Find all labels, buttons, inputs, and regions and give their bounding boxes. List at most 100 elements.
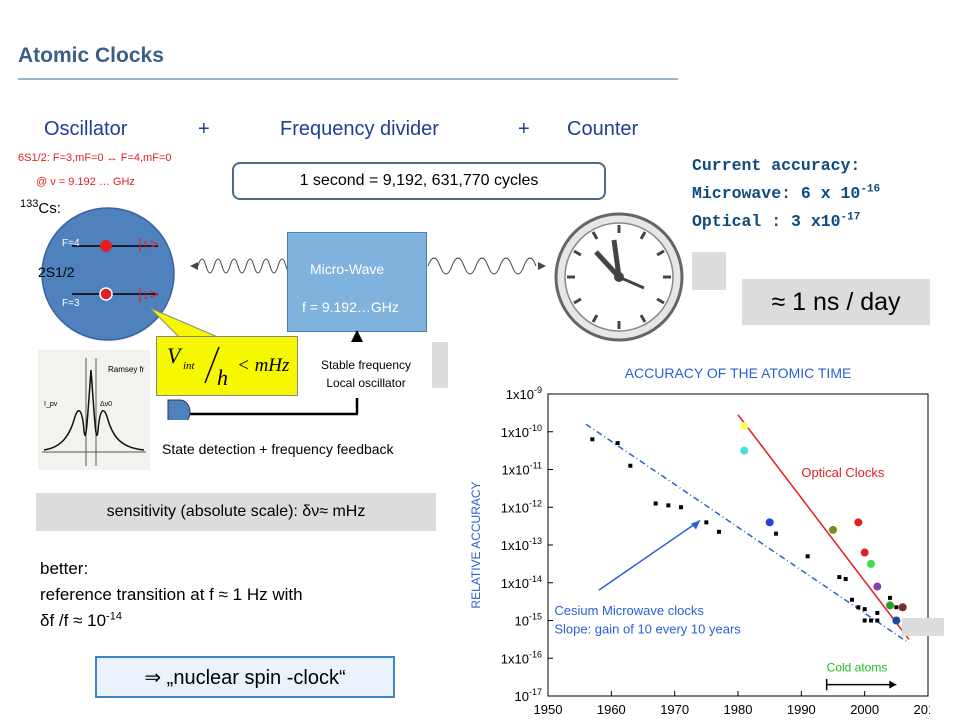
- ground-state-label: 2S1/2: [38, 264, 75, 280]
- atom-diagram: [41, 207, 175, 341]
- y-tick-label: 1x10-12: [501, 498, 542, 515]
- cesium-data-point: [837, 575, 842, 580]
- oscillator-heading: Oscillator: [44, 118, 128, 140]
- cesium-data-point: [628, 463, 633, 468]
- optical-data-point: [867, 559, 875, 568]
- y-tick-label: 1x10-16: [501, 649, 542, 666]
- y-tick-label: 1x10-13: [501, 536, 542, 553]
- microwave-label: Micro-Wave: [310, 261, 385, 277]
- y-axis-label: RELATIVE ACCURACY: [469, 481, 483, 608]
- better-line: better:: [40, 559, 89, 578]
- plus-sign: +: [518, 118, 530, 140]
- cesium-pointer-head: [691, 520, 700, 530]
- cesium-data-point: [704, 520, 709, 525]
- y-tick-label: 1x10-9: [506, 385, 542, 402]
- cycles-definition-box: 1 second = 9,192, 631,770 cycles: [232, 162, 606, 200]
- y-tick-label: 1x10-11: [501, 461, 542, 478]
- ramsey-axis-label: I_pv: [44, 401, 58, 408]
- formula-rhs: < mHz: [237, 355, 290, 376]
- cesium-pointer-arrow: [598, 519, 701, 591]
- formula-h: h: [217, 365, 228, 390]
- local-oscillator-label: Stable frequency Local oscillator: [300, 342, 432, 398]
- nuclear-spin-clock-box: ⇒ „nuclear spin -clock“: [95, 656, 395, 698]
- transition-frequency: @ ν = 9.192 … GHz: [36, 176, 135, 188]
- optical-accuracy: Optical : 3 x10-17: [692, 211, 861, 231]
- microwave-oscillator-box: Micro-Wave f = 9.192…GHz: [287, 232, 427, 332]
- y-tick-label: 1x10-14: [501, 574, 542, 591]
- optical-data-point: [886, 601, 894, 610]
- better-line: δf /f ≈ 10-14: [40, 610, 122, 630]
- chart-title: ACCURACY OF THE ATOMIC TIME: [625, 365, 852, 381]
- microwave-signal-waves: [190, 257, 546, 275]
- x-tick-label: 1980: [724, 702, 753, 717]
- cesium-data-point: [615, 441, 620, 446]
- f3-level-label: F=3: [62, 298, 80, 309]
- optical-data-point: [740, 422, 749, 431]
- optical-data-point: [740, 446, 749, 455]
- cesium-data-point: [717, 529, 721, 534]
- x-tick-label: 1990: [787, 702, 816, 717]
- cold-atoms-arrow: [889, 680, 897, 689]
- cesium-data-point: [805, 554, 810, 559]
- gray-placeholder: [902, 618, 944, 636]
- cesium-data-point: [875, 618, 880, 623]
- ramsey-label: Ramsey fr: [108, 365, 145, 374]
- cesium-clocks-label: Cesium Microwave clocks: [554, 603, 704, 618]
- optical-data-point: [873, 582, 882, 591]
- cesium-data-point: [862, 607, 867, 612]
- x-tick-label: 1950: [534, 702, 563, 717]
- gray-placeholder: [692, 252, 726, 290]
- ramsey-fringe-plot: Ramsey fr I_pv Δν0: [38, 350, 150, 470]
- better-text-block: better: reference transition at f ≈ 1 Hz…: [40, 556, 303, 634]
- cold-atoms-label: Cold atoms: [827, 660, 888, 674]
- state-detection-label: State detection + frequency feedback: [162, 441, 394, 457]
- x-tick-label: 2010: [914, 702, 930, 717]
- cesium-data-point: [653, 501, 658, 506]
- cesium-label: 133Cs:: [20, 198, 61, 218]
- trend-line: [585, 423, 910, 644]
- page-title: Atomic Clocks: [18, 44, 164, 67]
- cesium-data-point: [590, 437, 595, 442]
- cesium-data-point: [856, 605, 861, 610]
- optical-data-point: [829, 525, 837, 534]
- trend-line: [737, 414, 910, 640]
- formula-box: V int h < mHz: [156, 336, 298, 396]
- current-accuracy-block: Current accuracy: Microwave: 6 x 10-16 O…: [692, 152, 880, 236]
- title-divider: [18, 78, 678, 80]
- cesium-data-point: [843, 576, 848, 581]
- cesium-data-point: [666, 503, 671, 508]
- cesium-data-point: [894, 605, 899, 610]
- current-accuracy-heading: Current accuracy:: [692, 156, 861, 175]
- ramsey-width-label: Δν0: [100, 401, 112, 408]
- sensitivity-box: sensitivity (absolute scale): δν≈ mHz: [36, 493, 436, 531]
- optical-data-point: [892, 616, 901, 625]
- cesium-data-point: [862, 618, 867, 623]
- y-tick-label: 1x10-10: [501, 423, 542, 440]
- counter-heading: Counter: [567, 118, 639, 140]
- cesium-data-point: [869, 618, 873, 623]
- y-tick-label: 10-15: [515, 612, 542, 629]
- x-tick-label: 1960: [597, 702, 626, 717]
- microwave-frequency: f = 9.192…GHz: [302, 299, 399, 315]
- cesium-data-point: [774, 531, 778, 536]
- cesium-data-point: [875, 610, 880, 615]
- clock-icon: [554, 212, 684, 342]
- frequency-divider-heading: Frequency divider: [280, 118, 439, 140]
- f4-level-label: F=4: [62, 238, 80, 249]
- microwave-accuracy: Microwave: 6 x 10-16: [692, 183, 881, 203]
- cesium-mass-number: 133: [20, 198, 39, 210]
- ns-per-day-box: ≈ 1 ns / day: [742, 279, 930, 325]
- state-up-label: |↑>: [138, 236, 159, 253]
- formula-v: V: [167, 343, 183, 368]
- better-line: reference transition at f ≈ 1 Hz with: [40, 585, 303, 604]
- plus-sign: +: [198, 118, 210, 140]
- transition-label: 6S1/2: F=3,mF=0 ↔ F=4,mF=0: [18, 152, 172, 164]
- formula-sub: int: [183, 360, 196, 372]
- chart-plot-area: [547, 393, 929, 697]
- optical-data-point: [898, 603, 907, 612]
- optical-data-point: [765, 518, 774, 527]
- cesium-data-point: [679, 505, 683, 510]
- optical-clocks-label: Optical Clocks: [801, 465, 885, 480]
- state-down-label: |↓>: [138, 286, 159, 303]
